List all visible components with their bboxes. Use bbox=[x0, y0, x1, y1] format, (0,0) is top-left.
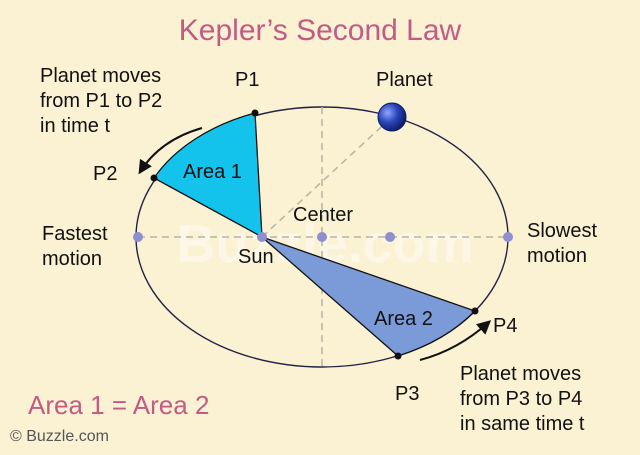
arrow-p1-to-p2 bbox=[138, 127, 203, 175]
perihelion-point bbox=[133, 232, 143, 242]
label-slowest-motion: Slowest motion bbox=[527, 220, 598, 267]
label-sun: Sun bbox=[238, 246, 274, 268]
label-p4: P4 bbox=[493, 315, 518, 337]
diagram-title: Kepler’s Second Law bbox=[178, 14, 462, 47]
p4-point bbox=[471, 307, 479, 315]
p1-point bbox=[251, 109, 259, 117]
center-point bbox=[317, 232, 327, 242]
label-planet: Planet bbox=[376, 69, 433, 91]
label-p2: P2 bbox=[93, 163, 118, 185]
label-area-1: Area 1 bbox=[183, 161, 242, 183]
arrow-p3-to-p4 bbox=[419, 320, 492, 361]
sun-planet-line bbox=[261, 116, 393, 238]
area-equation: Area 1 = Area 2 bbox=[28, 390, 210, 420]
p2-point bbox=[150, 174, 158, 182]
credit-text: © Buzzle.com bbox=[10, 428, 109, 445]
aphelion-point bbox=[503, 232, 513, 242]
label-fastest-motion: Fastest motion bbox=[42, 223, 108, 270]
label-p1: P1 bbox=[235, 69, 260, 91]
planet-sphere bbox=[377, 102, 407, 132]
caption-p3-p4: Planet moves from P3 to P4 in same time … bbox=[460, 363, 585, 435]
p3-point bbox=[394, 352, 402, 360]
caption-p1-p2: Planet moves from P1 to P2 in time t bbox=[40, 65, 163, 137]
second-focus-point bbox=[385, 232, 395, 242]
label-center: Center bbox=[293, 204, 354, 226]
area-1-sector bbox=[153, 112, 263, 239]
label-p3: P3 bbox=[395, 383, 420, 405]
label-area-2: Area 2 bbox=[374, 308, 433, 330]
sun-point bbox=[257, 232, 267, 242]
